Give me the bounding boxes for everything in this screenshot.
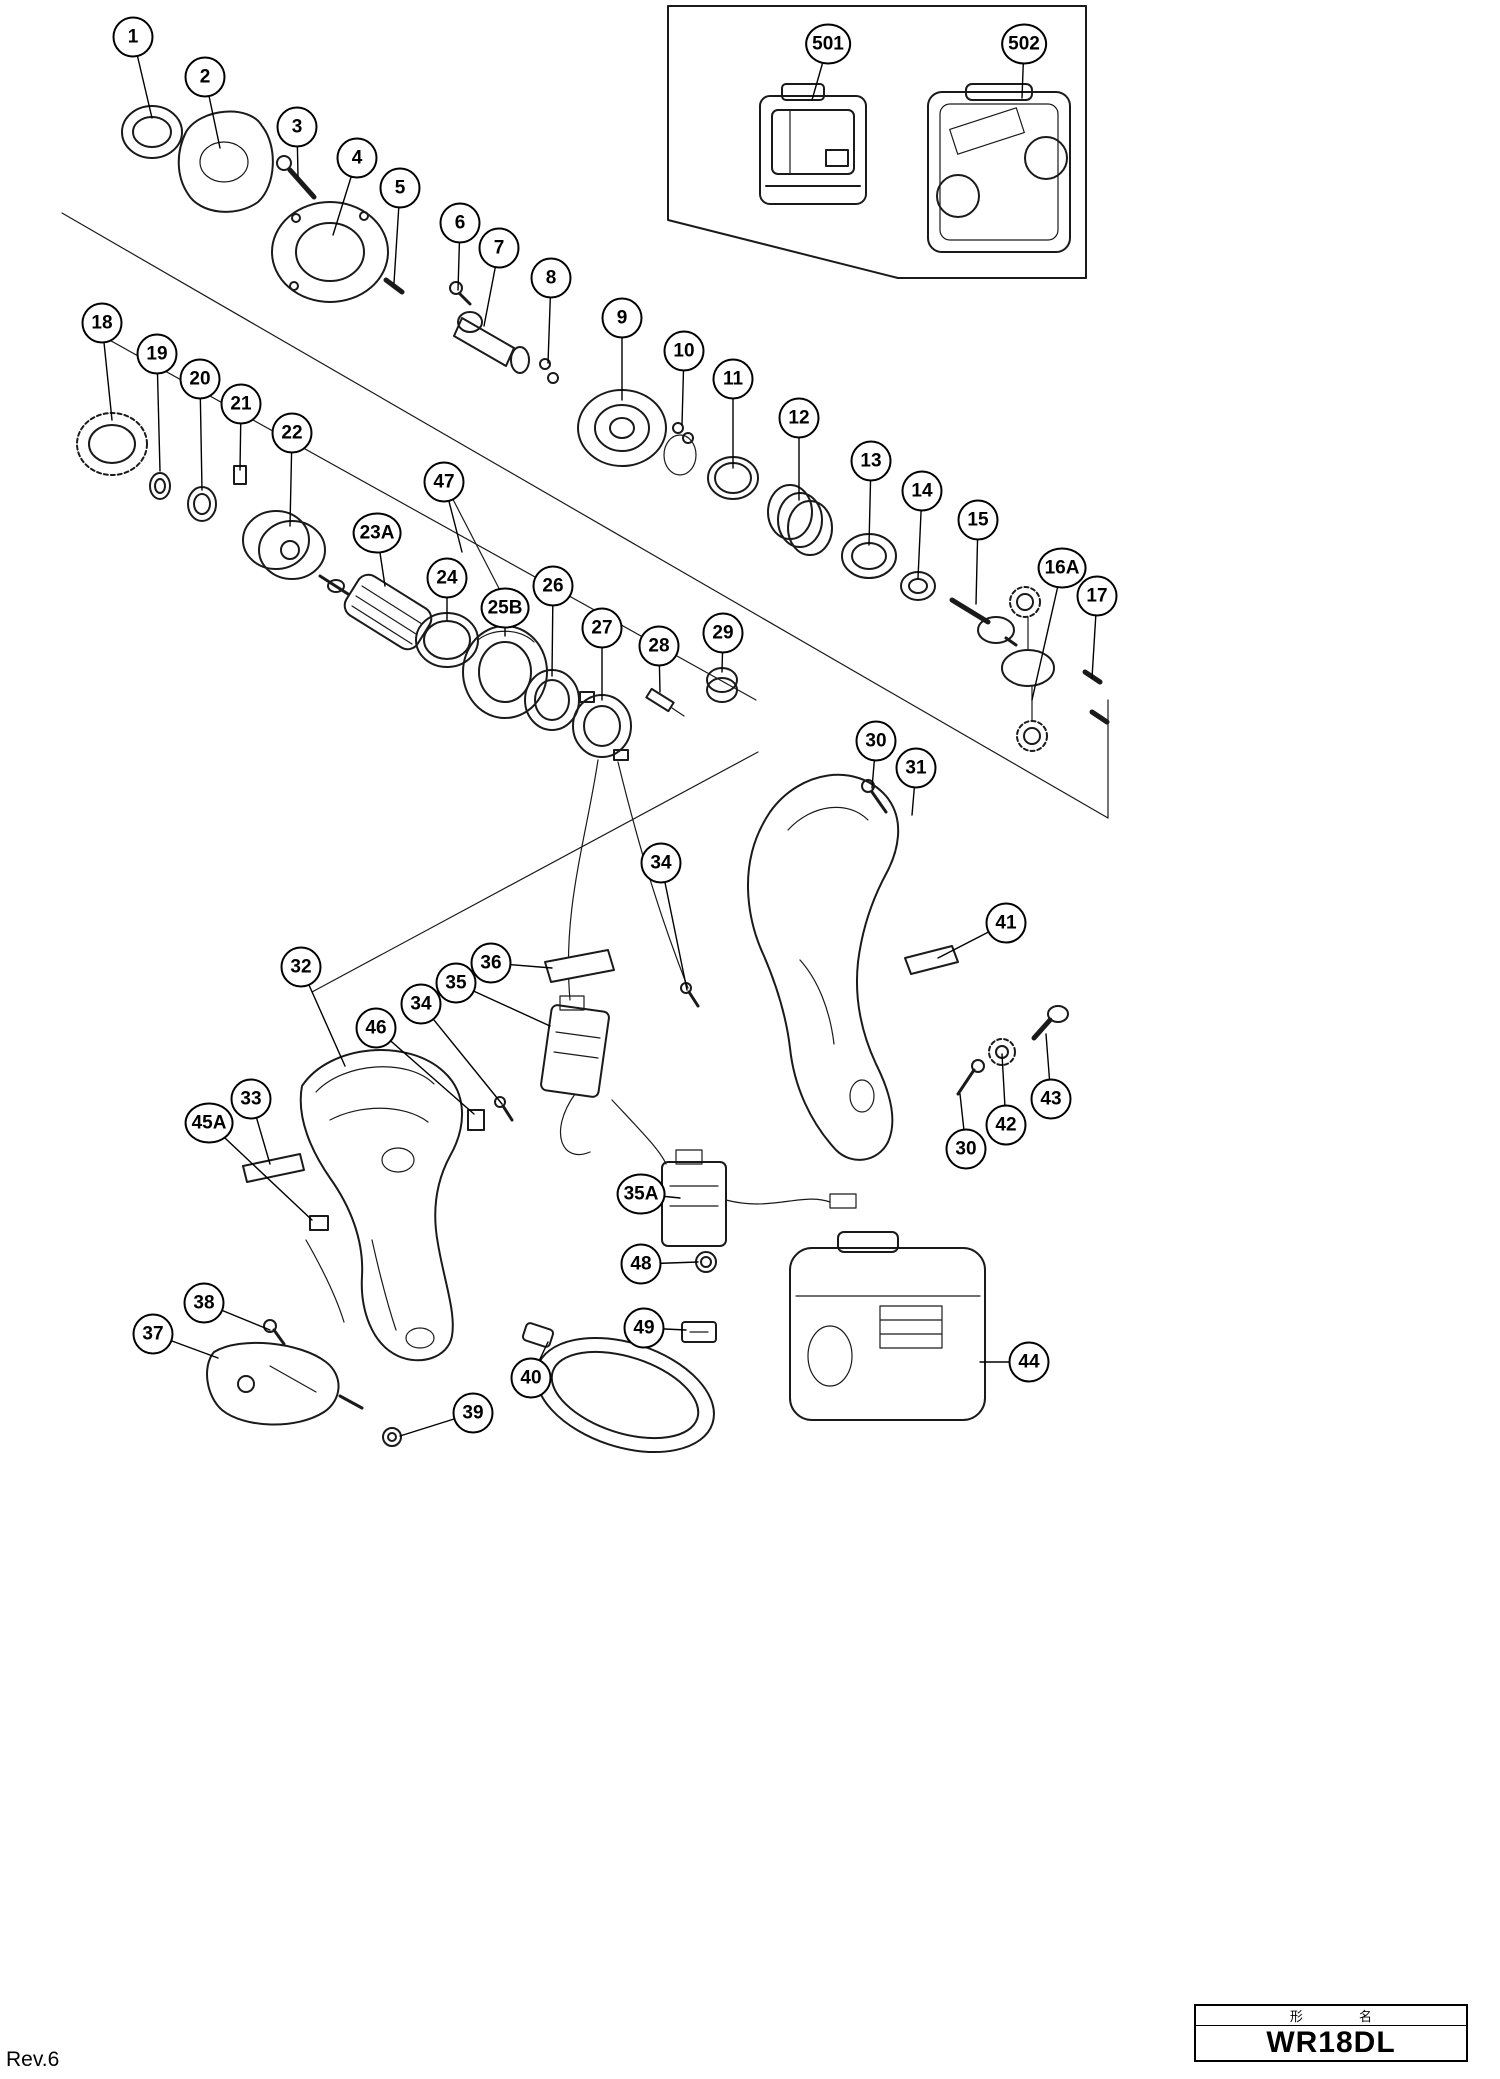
callout-42: 42	[985, 1104, 1027, 1146]
callout-3: 3	[276, 106, 318, 148]
part-washers-8	[540, 359, 558, 383]
callout-23A: 23A	[352, 512, 402, 554]
part-spindle-15	[952, 600, 1016, 645]
callout-22: 22	[271, 412, 313, 454]
callout-30: 30	[945, 1128, 987, 1170]
part-label-41	[905, 946, 958, 974]
callout-9: 9	[601, 297, 643, 339]
part-hammer-case-4	[272, 202, 388, 302]
callout-44: 44	[1008, 1341, 1050, 1383]
accessories-inset-box	[668, 6, 1086, 278]
part-label-36	[545, 950, 614, 982]
callout-1: 1	[112, 16, 154, 58]
callout-11: 11	[712, 358, 754, 400]
callout-26: 26	[532, 565, 574, 607]
callout-12: 12	[778, 397, 820, 439]
part-anvil-7	[454, 312, 529, 373]
callout-24: 24	[426, 557, 468, 599]
part-pin-5	[386, 280, 402, 292]
callout-31: 31	[895, 747, 937, 789]
callout-25B: 25B	[480, 587, 530, 629]
leader-line-34	[661, 863, 687, 990]
callout-43: 43	[1030, 1078, 1072, 1120]
inset-battery-501	[760, 84, 866, 204]
callout-5: 5	[379, 167, 421, 209]
wiring	[560, 760, 856, 1208]
callout-13: 13	[850, 440, 892, 482]
callout-45A: 45A	[184, 1102, 234, 1144]
part-ring-gear-18	[77, 413, 147, 475]
part-stator-25b	[463, 626, 547, 718]
inset-case-502	[928, 84, 1070, 252]
callout-35: 35	[435, 962, 477, 1004]
part-holder-49	[682, 1322, 716, 1342]
model-label: 形 名	[1196, 2006, 1466, 2026]
callout-38: 38	[183, 1282, 225, 1324]
part-balls-10	[664, 423, 696, 475]
part-screw-3	[277, 156, 314, 197]
title-block: 形 名 WR18DL	[1194, 2004, 1468, 2062]
part-housing-right-31	[748, 775, 898, 1160]
callout-40: 40	[510, 1357, 552, 1399]
callout-49: 49	[623, 1307, 665, 1349]
callout-2: 2	[184, 56, 226, 98]
leader-line-45A	[209, 1123, 312, 1220]
fasteners	[264, 780, 1068, 1446]
callout-6: 6	[439, 202, 481, 244]
callout-34: 34	[400, 983, 442, 1025]
callout-30: 30	[855, 720, 897, 762]
model-number: WR18DL	[1266, 2026, 1396, 2059]
callout-501: 501	[805, 23, 851, 65]
part-gear-set-16a	[1002, 587, 1054, 751]
callout-34: 34	[640, 842, 682, 884]
callout-41: 41	[985, 902, 1027, 944]
callout-39: 39	[452, 1392, 494, 1434]
part-hook-37	[207, 1343, 362, 1425]
callout-8: 8	[530, 257, 572, 299]
callout-19: 19	[136, 333, 178, 375]
part-button-46	[468, 1110, 484, 1130]
callout-28: 28	[638, 625, 680, 667]
callout-37: 37	[132, 1313, 174, 1355]
callout-16A: 16A	[1037, 547, 1087, 589]
part-terminal-28	[646, 689, 684, 716]
callout-7: 7	[478, 227, 520, 269]
callout-14: 14	[901, 470, 943, 512]
part-battery-44	[790, 1232, 985, 1420]
callout-29: 29	[702, 612, 744, 654]
callout-48: 48	[620, 1243, 662, 1285]
part-cushion-45a	[310, 1216, 328, 1230]
callout-46: 46	[355, 1007, 397, 1049]
part-screw-6	[450, 282, 470, 304]
callout-27: 27	[581, 607, 623, 649]
callout-21: 21	[220, 383, 262, 425]
part-bearing-holder-22	[243, 511, 325, 579]
part-armature-23a	[320, 570, 436, 654]
part-housing-left-32	[301, 1050, 462, 1360]
part-ring-19	[150, 473, 170, 499]
callout-4: 4	[336, 137, 378, 179]
callout-18: 18	[81, 302, 123, 344]
callout-15: 15	[957, 499, 999, 541]
leader-line-46	[376, 1028, 474, 1114]
callout-20: 20	[179, 358, 221, 400]
leader-line-16A	[1032, 568, 1062, 700]
part-label-33	[243, 1154, 304, 1182]
part-bumper-2	[179, 112, 273, 212]
callout-36: 36	[470, 942, 512, 984]
callout-47: 47	[423, 461, 465, 503]
part-spring-12	[768, 485, 832, 555]
revision-label: Rev.6	[6, 2048, 60, 2071]
callout-32: 32	[280, 946, 322, 988]
leader-line-34	[421, 1004, 502, 1104]
callout-502: 502	[1001, 23, 1047, 65]
callout-10: 10	[663, 330, 705, 372]
callout-33: 33	[230, 1078, 272, 1120]
callout-17: 17	[1076, 575, 1118, 617]
part-switch-35	[540, 996, 609, 1098]
callout-35A: 35A	[616, 1173, 666, 1215]
